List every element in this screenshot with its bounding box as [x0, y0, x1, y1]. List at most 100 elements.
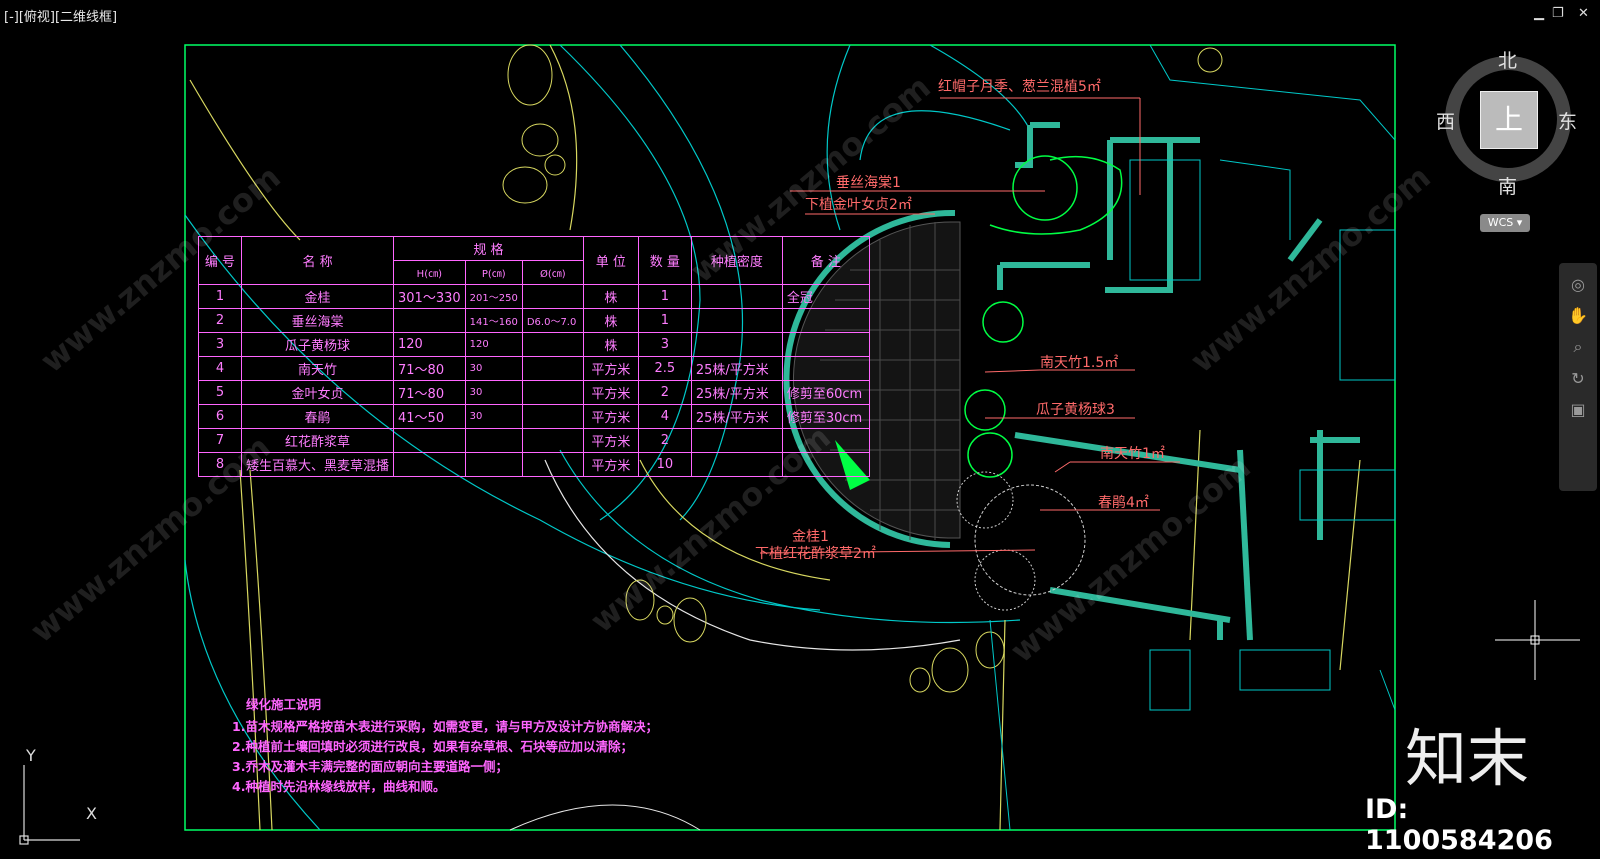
- table-cell-note: [781, 332, 870, 357]
- boundary-arc-lower: [509, 804, 701, 831]
- watermark-id: ID: 1100584206: [1365, 794, 1553, 856]
- table-cell-unit: 平方米: [582, 428, 639, 453]
- compass-south[interactable]: 南: [1498, 176, 1518, 198]
- label-nandina-1: 南天竹1.5㎡: [1040, 355, 1119, 371]
- table-cell-density: [690, 452, 783, 477]
- viewcube-top-face[interactable]: 上: [1480, 91, 1538, 149]
- table-cell-d: [521, 332, 584, 357]
- rock-group-mid: [625, 579, 1005, 693]
- close-button[interactable]: ✕: [1578, 6, 1589, 21]
- table-cell-p: 30: [464, 380, 523, 405]
- minimize-button[interactable]: ▁: [1534, 6, 1544, 21]
- subheader-p: P(㎝): [464, 260, 523, 285]
- ucs-icon: [19, 765, 80, 845]
- compass-north[interactable]: 北: [1498, 50, 1518, 72]
- fullnav-wheel-icon[interactable]: ◎: [1571, 275, 1585, 294]
- table-cell-name: 瓜子黄杨球: [240, 332, 395, 357]
- table-cell-unit: 株: [582, 308, 639, 333]
- notes-title: 绿化施工说明: [246, 697, 322, 712]
- table-cell-d: D6.0～7.0: [521, 308, 584, 333]
- table-cell-unit: 平方米: [582, 452, 639, 477]
- table-cell-name: 金桂: [240, 284, 395, 309]
- label-osmanthus: 金桂1: [792, 529, 829, 545]
- viewcube-compass-ring[interactable]: [1445, 56, 1571, 182]
- table-cell-qty: 3: [637, 332, 692, 357]
- header-name: 名 称: [240, 236, 395, 285]
- table-cell-density: 25株/平方米: [690, 404, 783, 429]
- table-cell-d: [521, 404, 584, 429]
- table-cell-name: 春鹃: [240, 404, 395, 429]
- table-cell-p: 30: [464, 356, 523, 381]
- table-cell-qty: 2: [637, 428, 692, 453]
- table-cell-density: [690, 428, 783, 453]
- header-spec: 规 格: [393, 236, 584, 261]
- table-cell-p: 141～160: [464, 308, 523, 333]
- table-cell-p: [464, 452, 523, 477]
- table-cell-qty: 2: [637, 380, 692, 405]
- table-header-row: 编 号 名 称 规 格 单 位 数 量 种植密度 备 注: [198, 236, 870, 285]
- table-cell-name: 垂丝海棠: [240, 308, 395, 333]
- label-rose-mix: 红帽子月季、葱兰混植5㎡: [938, 79, 1101, 95]
- header-qty: 数 量: [637, 236, 692, 285]
- crosshair-cursor[interactable]: [1495, 600, 1580, 680]
- table-cell-p: 201～250: [464, 284, 523, 309]
- table-cell-no: 6: [198, 404, 242, 429]
- table-cell-unit: 平方米: [582, 380, 639, 405]
- viewport-controls-label[interactable]: [-][俯视][二维线框]: [4, 10, 118, 25]
- label-boxwood: 瓜子黄杨球3: [1036, 402, 1115, 418]
- zoom-icon[interactable]: ⌕: [1573, 337, 1583, 356]
- plant-schedule-table: 编 号 名 称 规 格 单 位 数 量 种植密度 备 注 H(㎝) P(㎝) Ø…: [198, 236, 870, 477]
- compass-east[interactable]: 东: [1558, 111, 1578, 133]
- label-oxalis: 下植红花酢浆草2㎡: [755, 546, 876, 562]
- table-cell-h: 71～80: [393, 356, 466, 381]
- restore-button[interactable]: ❐: [1552, 6, 1564, 21]
- table-cell-qty: 1: [637, 308, 692, 333]
- table-cell-no: 4: [198, 356, 242, 381]
- notes-line-2: 2.种植前土壤回填时必须进行改良，如果有杂草根、石块等应加以清除；: [232, 739, 633, 754]
- table-cell-qty: 1: [637, 284, 692, 309]
- notes-line-1: 1.苗木规格严格按苗木表进行采购，如需变更，请与甲方及设计方协商解决；: [232, 719, 658, 734]
- header-unit: 单 位: [582, 236, 639, 285]
- table-cell-no: 5: [198, 380, 242, 405]
- compass-west[interactable]: 西: [1436, 111, 1456, 133]
- table-cell-unit: 株: [582, 332, 639, 357]
- table-cell-note: [781, 356, 870, 381]
- boundary-arc: [544, 459, 961, 651]
- table-cell-unit: 平方米: [582, 404, 639, 429]
- notes-line-4: 4.种植时先沿林缘线放样，曲线和顺。: [232, 779, 446, 794]
- table-cell-density: [690, 308, 783, 333]
- notes-line-3: 3.乔木及灌木丰满完整的面应朝向主要道路一侧；: [232, 759, 508, 774]
- table-subheader-row: H(㎝) P(㎝) Ø(㎝): [199, 260, 870, 285]
- pan-icon[interactable]: ✋: [1568, 306, 1588, 325]
- table-cell-name: 金叶女贞: [240, 380, 395, 405]
- table-cell-h: 71～80: [393, 380, 466, 405]
- orbit-icon[interactable]: ↻: [1571, 369, 1585, 388]
- table-cell-unit: 株: [582, 284, 639, 309]
- table-cell-no: 1: [198, 284, 242, 309]
- table-cell-d: [521, 380, 584, 405]
- showmotion-icon[interactable]: ▣: [1570, 400, 1586, 419]
- rock-group-top: [502, 44, 1223, 204]
- table-cell-unit: 平方米: [582, 356, 639, 381]
- table-cell-d: [521, 452, 584, 477]
- table-cell-density: 25株/平方米: [690, 356, 783, 381]
- subheader-h: H(㎝): [393, 260, 466, 285]
- table-cell-note: 修剪至60cm: [781, 380, 870, 405]
- table-cell-name: 红花酢浆草: [240, 428, 395, 453]
- table-cell-h: 301～330: [393, 284, 466, 309]
- table-cell-qty: 10: [637, 452, 692, 477]
- building-walls: [997, 122, 1360, 641]
- wcs-dropdown[interactable]: WCS ▾: [1480, 214, 1530, 232]
- table-cell-d: [521, 356, 584, 381]
- header-note: 备 注: [781, 236, 870, 285]
- drawing-frame: [184, 44, 1396, 831]
- planting-notes: 绿化施工说明 1.苗木规格严格按苗木表进行采购，如需变更，请与甲方及设计方协商解…: [232, 695, 658, 797]
